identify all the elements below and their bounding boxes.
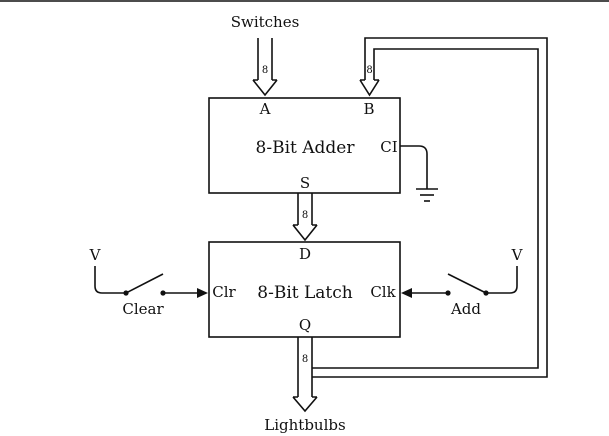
adder-port-b: B: [363, 100, 374, 118]
latch-port-q: Q: [299, 316, 311, 334]
lightbulbs-label: Lightbulbs: [264, 416, 345, 434]
latch-port-d: D: [299, 245, 311, 263]
add-label: Add: [450, 300, 481, 318]
feedback-bus: [312, 37, 548, 378]
sum-bus: [292, 193, 318, 242]
output-bus: [292, 337, 318, 413]
feedback-bus-width: 8: [366, 65, 372, 76]
add-voltage-label: V: [511, 246, 524, 264]
adder-port-ci: CI: [380, 138, 397, 156]
adder-port-s: S: [300, 174, 310, 192]
latch-box: [208, 241, 401, 338]
adder-box: [208, 97, 401, 194]
clear-voltage-label: V: [89, 246, 102, 264]
ground-symbol: [400, 145, 438, 202]
switches-label: Switches: [231, 13, 300, 31]
clear-label: Clear: [122, 300, 164, 318]
switches-bus: [252, 38, 278, 97]
clear-switch: [94, 266, 208, 298]
output-bus-width: 8: [302, 354, 308, 365]
add-switch: [401, 266, 518, 298]
adder-title: 8-Bit Adder: [256, 138, 356, 158]
latch-title: 8-Bit Latch: [257, 283, 353, 303]
latch-port-clr: Clr: [212, 283, 236, 301]
latch-port-clk: Clk: [370, 283, 396, 301]
sum-bus-width: 8: [302, 210, 308, 221]
adder-port-a: A: [259, 100, 271, 118]
switches-bus-width: 8: [262, 65, 268, 76]
